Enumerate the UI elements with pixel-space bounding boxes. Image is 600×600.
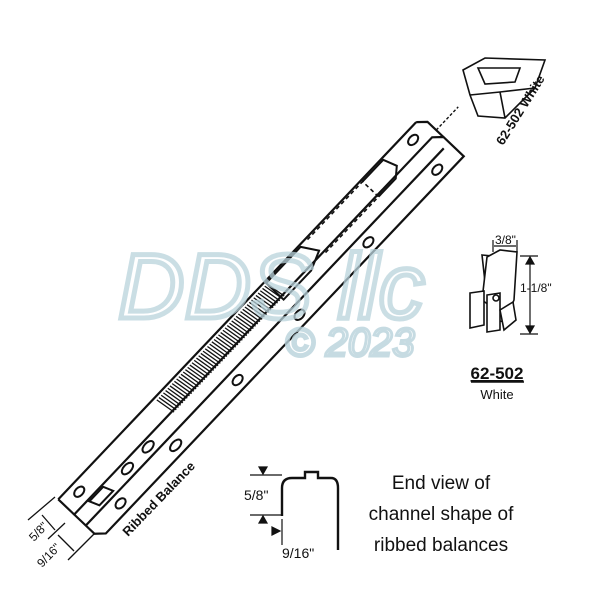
watermark-line1: DDS llc (118, 236, 425, 338)
spring-coil-turn (187, 366, 206, 381)
spring-coil-turn (167, 387, 186, 402)
spring-coil-turn (220, 332, 239, 346)
spring-coil-turn (218, 334, 237, 348)
spring-coil-turn (158, 397, 177, 411)
spring-coil-turn (259, 290, 278, 304)
balance-width-dim: 9/16" (34, 540, 63, 570)
spring-coil-turn (160, 394, 179, 409)
end-view-width-dim: 9/16" (282, 545, 314, 561)
spring-coil-turn (189, 364, 208, 378)
clip-detail-drawing (469, 249, 518, 333)
spring-coil-turn (204, 348, 223, 362)
spring-coil-turn (248, 301, 267, 316)
spring-coil-turn (253, 297, 272, 311)
spring-coil-turn (198, 355, 217, 369)
spring-coil-turn (180, 373, 199, 388)
spring-coil-turn (207, 345, 226, 360)
clip-part-number: 62-502 (471, 364, 524, 383)
spring-coil-turn (255, 294, 274, 309)
spring-coil-turn (231, 320, 250, 334)
top-clip-drawing (462, 57, 547, 119)
channel-holes (73, 133, 444, 510)
end-view-caption-2: channel shape of (369, 504, 514, 525)
spring-coil-turn (222, 329, 241, 344)
spring-coil (156, 283, 285, 413)
spring-coil-turn (165, 390, 184, 404)
spring-coil-turn (240, 311, 259, 325)
end-view-dimensions (250, 466, 283, 545)
spring-coil-turn (229, 322, 248, 337)
ribbed-balance-drawing (57, 106, 466, 535)
spring-coil-turn (202, 350, 221, 364)
balance-dimensions (27, 496, 96, 561)
spring-coil-turn (246, 304, 265, 318)
spring-coil-turn (200, 352, 219, 367)
spring-coil-turn (191, 362, 210, 376)
end-view-drawing (280, 470, 340, 550)
clip-width-dim: 3/8" (495, 233, 516, 247)
spring-coil-turn (185, 369, 204, 383)
spring-coil-turn (242, 308, 261, 323)
spring-coil-turn (178, 376, 197, 390)
end-view-caption-3: ribbed balances (374, 535, 508, 556)
spring-coil-turn (196, 357, 215, 371)
spring-coil-turn (209, 343, 228, 357)
watermark-line2: © 2023 (285, 321, 415, 365)
end-view-height-dim: 5/8" (244, 487, 268, 503)
spring-coil-turn (224, 327, 243, 341)
spring-coil-turn (169, 385, 188, 399)
spring-coil-turn (174, 380, 193, 395)
clip-dimensions (492, 240, 538, 335)
spring-coil-turn (237, 313, 256, 327)
spring-coil-turn (182, 371, 201, 385)
spring-coil-turn (233, 318, 252, 332)
spring-coil-turn (235, 315, 254, 330)
end-view-caption-1: End view of (392, 473, 491, 494)
spring-coil-turn (193, 359, 212, 374)
spring-coil-turn (156, 399, 175, 413)
spring-coil-turn (211, 341, 230, 355)
clip-height-dim: 1-1/8" (520, 281, 552, 295)
spring-coil-turn (251, 299, 270, 313)
spring-coil-turn (171, 383, 190, 397)
spring-coil-turn (244, 306, 263, 320)
spring-coil-turn (176, 378, 195, 392)
clip-color-name: White (480, 387, 513, 402)
balance-height-dim: 5/8" (26, 519, 51, 544)
spring-coil-turn (215, 336, 234, 350)
spring-coil-turn (257, 292, 276, 306)
spring-coil-turn (226, 325, 245, 339)
spring-coil-turn (163, 392, 182, 406)
spring-coil-turn (262, 287, 281, 302)
balance-cam (264, 245, 321, 302)
spring-coil-turn (213, 338, 232, 353)
